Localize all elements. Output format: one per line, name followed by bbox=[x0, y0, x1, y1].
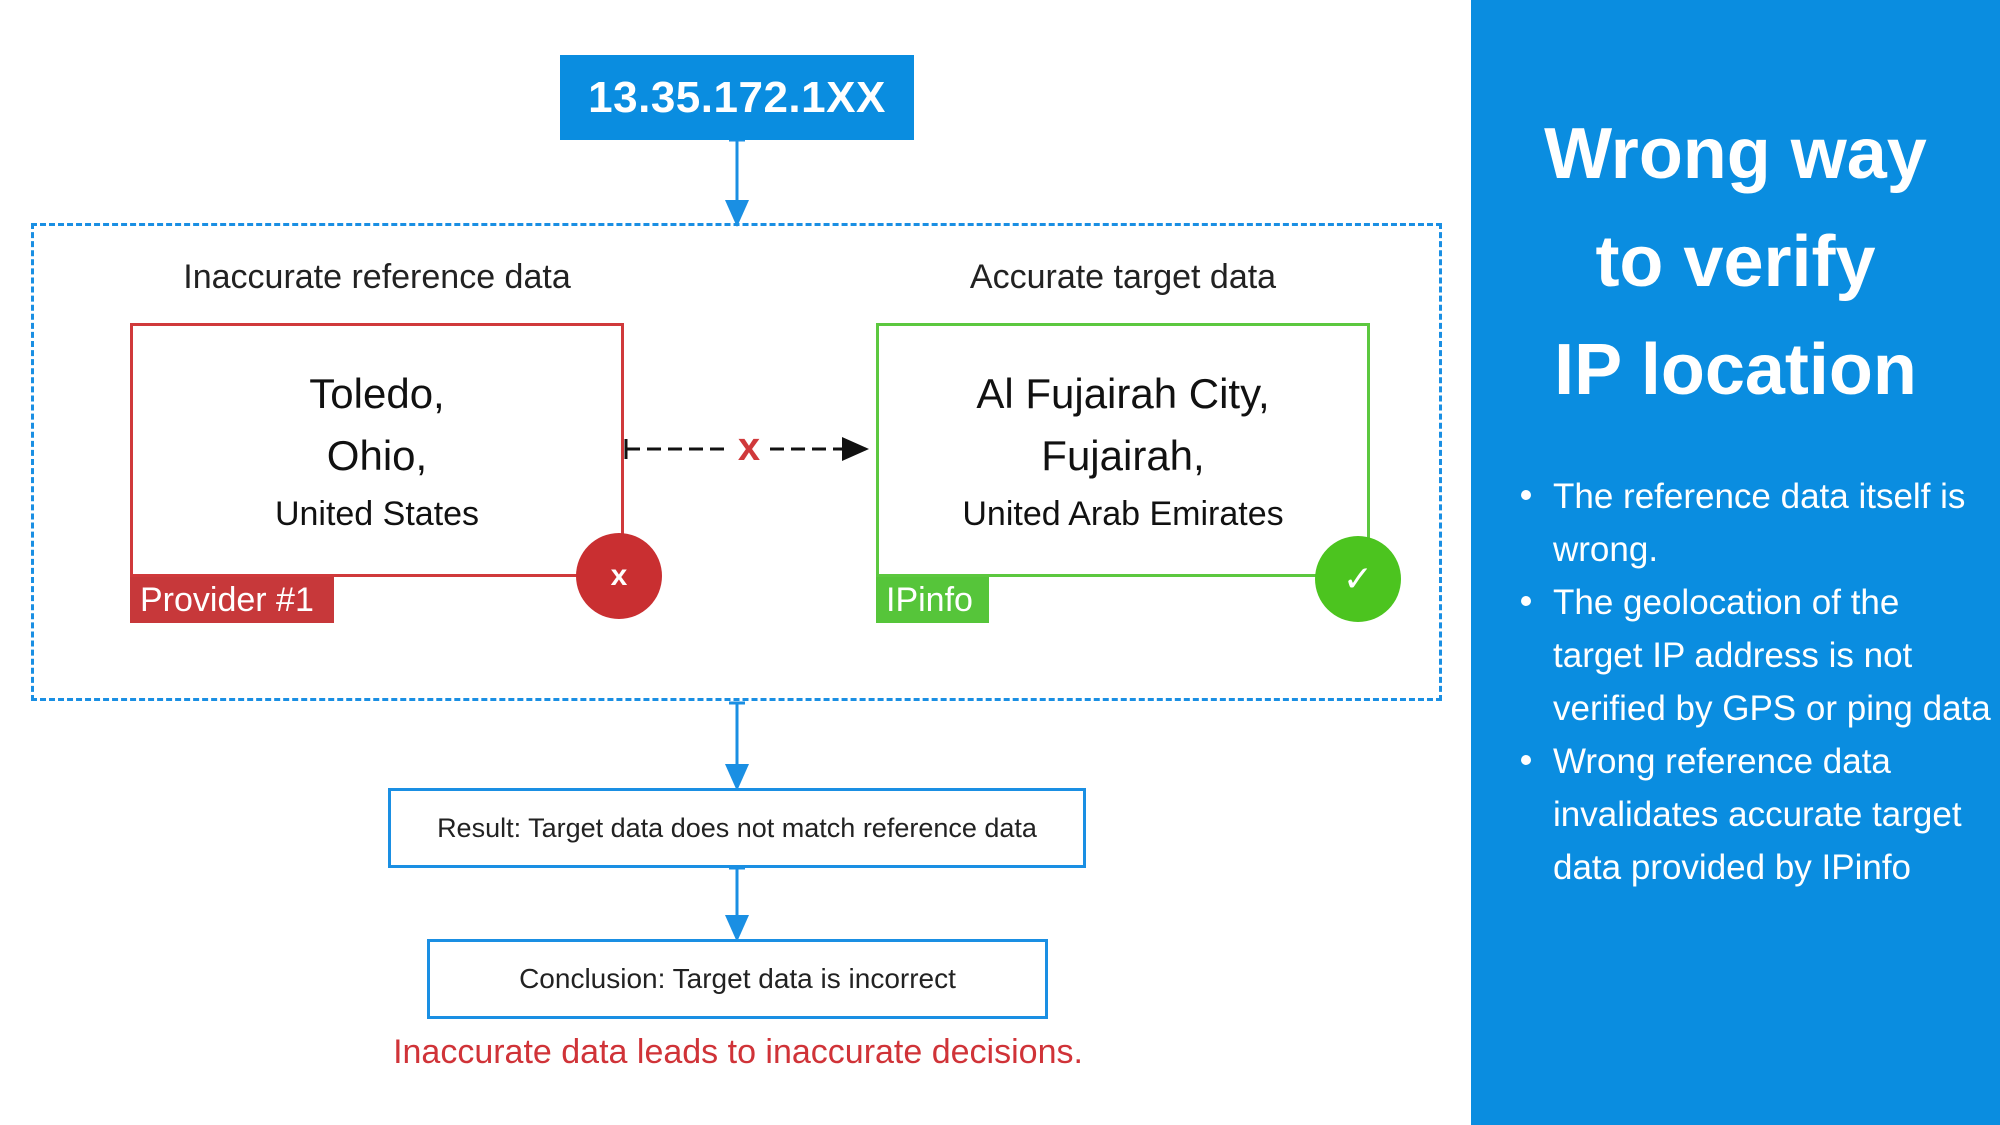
warning-text: Inaccurate data leads to inaccurate deci… bbox=[393, 1033, 1083, 1071]
bullet-text: The reference data itself is wrong. bbox=[1553, 477, 1966, 569]
target-country: United Arab Emirates bbox=[962, 495, 1284, 533]
title-line: IP location bbox=[1554, 330, 1917, 410]
x-badge-icon: x bbox=[576, 533, 662, 619]
bullet-text: Wrong reference data invalidates accurat… bbox=[1553, 742, 1962, 887]
bullet-text: The geolocation of the target IP address… bbox=[1553, 583, 1991, 728]
list-item: Wrong reference data invalidates accurat… bbox=[1521, 735, 1993, 894]
side-title: Wrong way to verify IP location bbox=[1471, 100, 2000, 424]
target-heading: Accurate target data bbox=[969, 258, 1277, 296]
list-item: The geolocation of the target IP address… bbox=[1521, 576, 1993, 735]
list-item: The reference data itself is wrong. bbox=[1521, 470, 1993, 576]
arrow-ip-to-frame bbox=[725, 138, 749, 227]
reference-location-box: Toledo, Ohio, United States bbox=[130, 323, 624, 577]
result-box: Result: Target data does not match refer… bbox=[388, 788, 1086, 868]
side-panel: Wrong way to verify IP location The refe… bbox=[1471, 0, 2000, 1125]
bullet-list: The reference data itself is wrong. The … bbox=[1521, 470, 1993, 894]
check-badge-icon: ✓ bbox=[1315, 536, 1401, 622]
provider-tag: Provider #1 bbox=[130, 577, 334, 623]
target-region: Fujairah, bbox=[1041, 432, 1205, 479]
target-city: Al Fujairah City, bbox=[976, 370, 1270, 417]
conclusion-box: Conclusion: Target data is incorrect bbox=[427, 939, 1048, 1019]
mismatch-x-icon: x bbox=[737, 425, 761, 469]
comparison-frame bbox=[31, 223, 1442, 701]
target-location-box: Al Fujairah City, Fujairah, United Arab … bbox=[876, 323, 1370, 577]
title-line: Wrong way bbox=[1544, 114, 1927, 194]
title-line: to verify bbox=[1595, 222, 1876, 302]
reference-region: Ohio, bbox=[326, 432, 428, 479]
arrow-frame-to-result bbox=[725, 701, 749, 791]
arrow-result-to-conclusion bbox=[725, 866, 749, 942]
reference-country: United States bbox=[274, 495, 480, 533]
bullet-dot-icon bbox=[1521, 596, 1531, 606]
reference-city: Toledo, bbox=[309, 370, 445, 417]
ip-address-box: 13.35.172.1XX bbox=[560, 55, 914, 140]
bullet-dot-icon bbox=[1521, 755, 1531, 765]
ipinfo-tag: IPinfo bbox=[876, 577, 989, 623]
bullet-dot-icon bbox=[1521, 490, 1531, 500]
reference-heading: Inaccurate reference data bbox=[183, 258, 571, 296]
